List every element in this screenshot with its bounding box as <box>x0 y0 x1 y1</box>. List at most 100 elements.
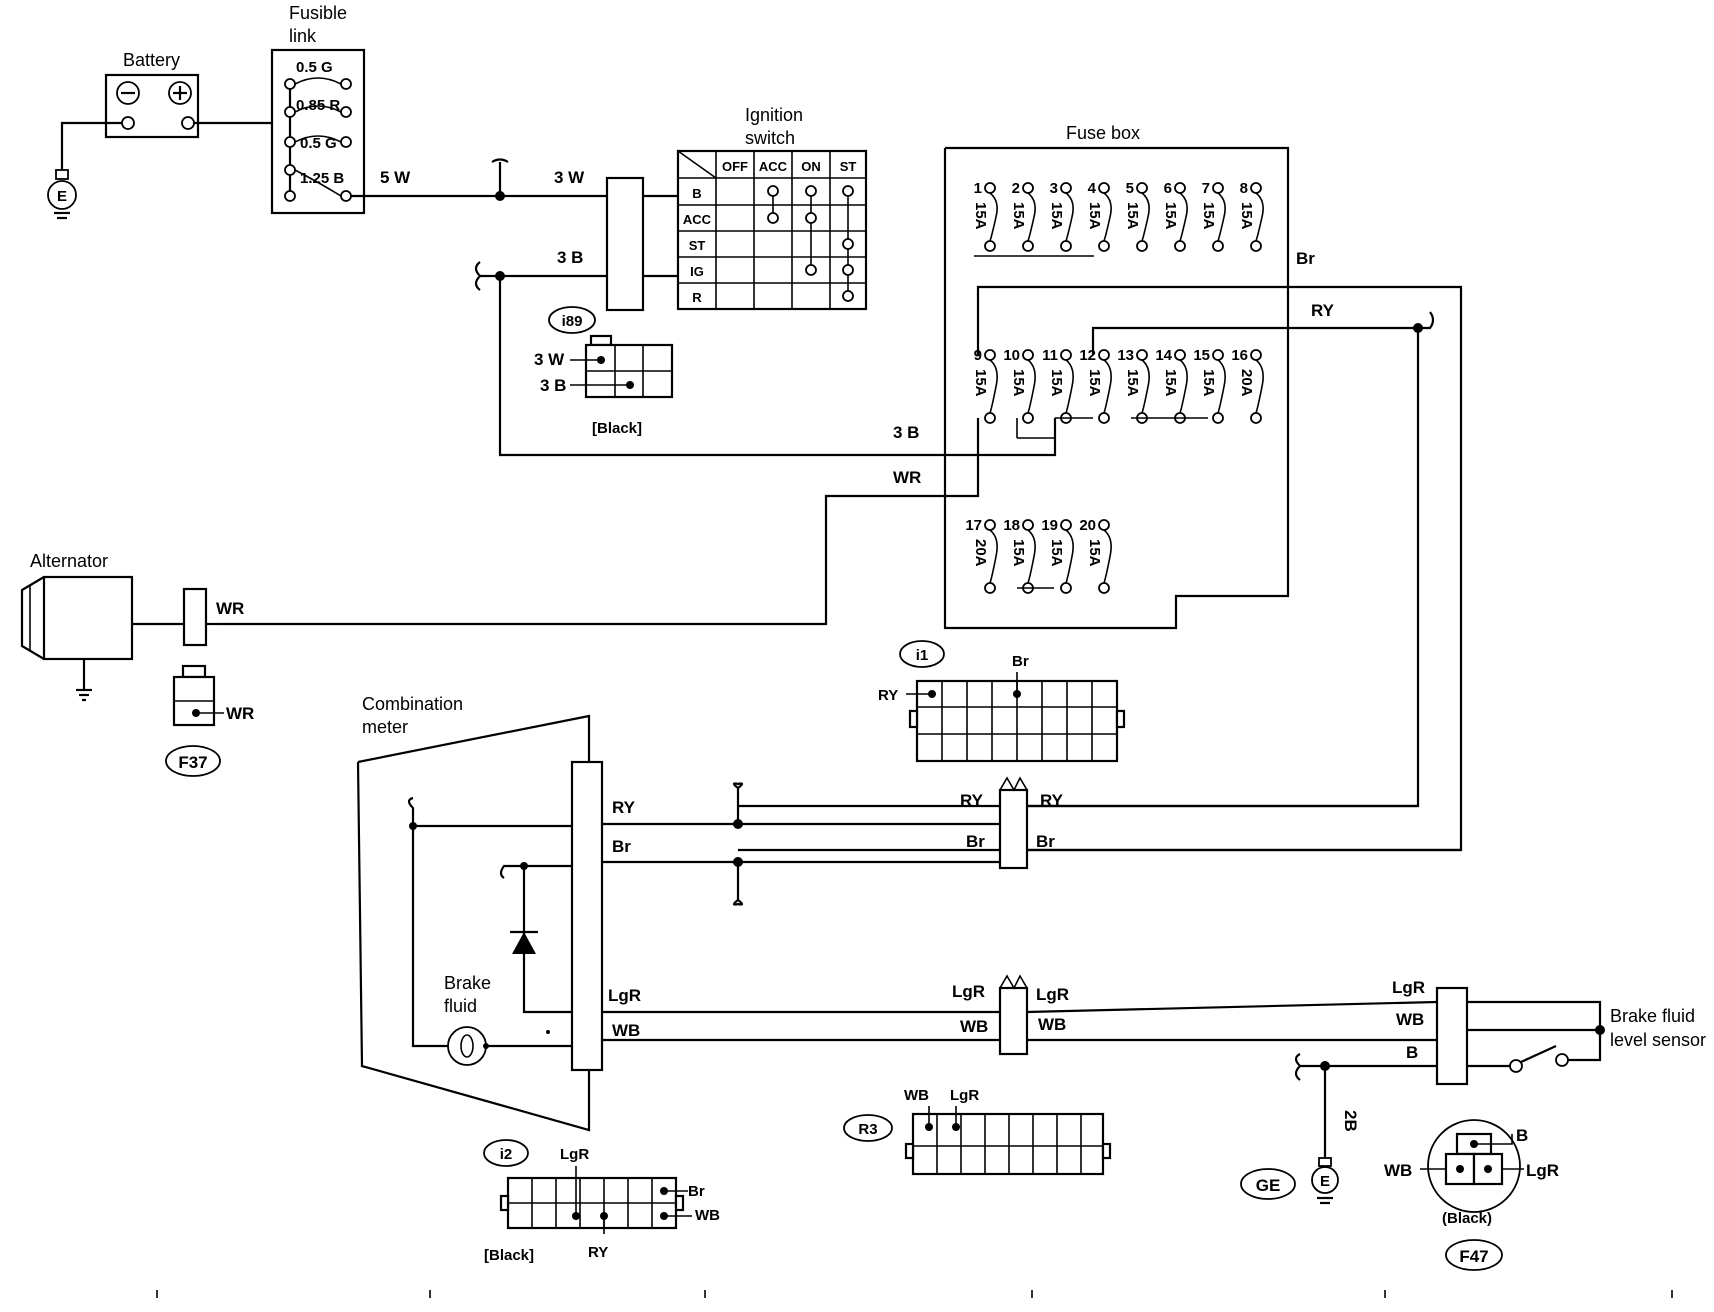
connector-i2-color: [Black] <box>484 1247 534 1264</box>
alternator-connector-block <box>182 587 208 647</box>
wire-label-ry-fuse: RY <box>1311 301 1335 320</box>
fuse-number: 2 <box>1012 180 1020 197</box>
connector-i89-id: i89 <box>562 313 583 330</box>
ignition-row-r: R <box>692 290 702 305</box>
fuse-rating: 20A <box>1238 369 1255 397</box>
alternator-label: Alternator <box>30 551 108 571</box>
fuse-number: 11 <box>1042 347 1058 364</box>
fuse-rating: 15A <box>1086 539 1103 567</box>
ignition-col-off: OFF <box>722 159 748 174</box>
fuse-number: 20 <box>1079 517 1096 534</box>
battery: Battery <box>104 50 200 139</box>
ignition-row-acc: ACC <box>683 212 712 227</box>
wire-label-meter-br: Br <box>612 837 631 856</box>
connector-i89-color: [Black] <box>592 420 642 437</box>
ignition-row-b: B <box>692 186 701 201</box>
wire-label-sensor-lgr: LgR <box>1392 978 1425 997</box>
connector-i2: i2 LgR Br WB RY [Black] <box>483 1139 720 1264</box>
wire-label-conn-lgr-right: LgR <box>1036 985 1069 1004</box>
wire-label-conn-wb-left: WB <box>960 1017 988 1036</box>
wire-label-wr-fuse: WR <box>893 468 921 487</box>
wire-label-wr-alt: WR <box>216 599 244 618</box>
fusible-link-rating-3: 0.5 G <box>300 135 337 152</box>
connector-f47-pin-lgr: LgR <box>1526 1161 1559 1180</box>
fuse-rating: 15A <box>1048 539 1065 567</box>
ground-label: E <box>57 188 67 205</box>
frame-ticks <box>156 1290 1673 1298</box>
fuse-rating: 20A <box>972 539 989 567</box>
fuse-rating: 15A <box>1086 369 1103 397</box>
connector-i2-pin-br: Br <box>688 1183 705 1200</box>
fuse-number: 18 <box>1003 517 1020 534</box>
fuse-rating: 15A <box>1162 202 1179 230</box>
connector-ge-id: GE <box>1256 1176 1281 1195</box>
connector-r3: R3 WB LgR <box>843 1087 1112 1176</box>
wire-label-conn-ry-left: RY <box>960 791 984 810</box>
connector-f47: B WB LgR (Black) F47 <box>1384 1119 1559 1271</box>
brake-fluid-label-1: Brake <box>444 973 491 993</box>
ignition-connector-block <box>605 176 645 312</box>
combination-meter: Combination meter <box>356 694 604 1132</box>
connector-i2-id: i2 <box>500 1146 513 1163</box>
connector-i1: i1 Br RY <box>878 640 1126 763</box>
fuse-number: 14 <box>1155 347 1172 364</box>
wire-label-conn-br-left: Br <box>966 832 985 851</box>
fuse-rating: 15A <box>1124 202 1141 230</box>
connector-f47-id: F47 <box>1459 1247 1488 1266</box>
wire-label-3b-fuse: 3 B <box>893 423 919 442</box>
ignition-switch: Ignition switch OFF ACC ON ST B ACC ST I… <box>676 105 868 311</box>
battery-label: Battery <box>123 50 180 70</box>
connector-f37-pin: WR <box>226 704 254 723</box>
connector-i2-pin-ry: RY <box>588 1244 608 1261</box>
sensor-harness-connector <box>1435 986 1469 1086</box>
fusible-link: Fusible link 0.5 G 0.85 R 0.5 G 1.25 B <box>270 3 366 215</box>
combination-meter-label-2: meter <box>362 717 408 737</box>
sensor-connector-block <box>998 986 1029 1056</box>
connector-f37-id: F37 <box>178 753 207 772</box>
ignition-col-st: ST <box>840 159 857 174</box>
fuse-number: 3 <box>1050 180 1058 197</box>
wire-label-conn-wb-right: WB <box>1038 1015 1066 1034</box>
ignition-col-acc: ACC <box>759 159 788 174</box>
ground-2b-symbol: E <box>1320 1173 1330 1190</box>
wire-label-5w: 5 W <box>380 168 411 187</box>
fuse-rating: 15A <box>1124 369 1141 397</box>
sensor-label-2: level sensor <box>1610 1030 1706 1050</box>
fuse-number: 17 <box>965 517 982 534</box>
combination-meter-label-1: Combination <box>362 694 463 714</box>
fusible-link-label-2: link <box>289 26 317 46</box>
wire-label-meter-ry: RY <box>612 798 636 817</box>
connector-i2-pin-lgr: LgR <box>560 1146 589 1163</box>
wire-label-br-fuse: Br <box>1296 249 1315 268</box>
connector-r3-pin-wb: WB <box>904 1087 929 1104</box>
wire-label-conn-ry-right: RY <box>1040 791 1064 810</box>
fuse-rating: 15A <box>1010 539 1027 567</box>
connector-i1-id: i1 <box>916 647 929 664</box>
ignition-col-on: ON <box>801 159 821 174</box>
fuse-rating: 15A <box>1162 369 1179 397</box>
fuse-layer: 115A215A315A415A515A615A715A815A915A1015… <box>965 180 1264 594</box>
fusible-link-rating-4: 1.25 B <box>300 170 344 187</box>
connector-r3-id: R3 <box>858 1121 877 1138</box>
ignition-switch-label-1: Ignition <box>745 105 803 125</box>
fuse-number: 5 <box>1126 180 1134 197</box>
fuse-number: 13 <box>1117 347 1134 364</box>
connector-f37: WR F37 <box>165 664 254 777</box>
alternator: Alternator <box>20 551 184 702</box>
meter-connector-block <box>998 788 1029 870</box>
fuse-rating: 15A <box>972 202 989 230</box>
